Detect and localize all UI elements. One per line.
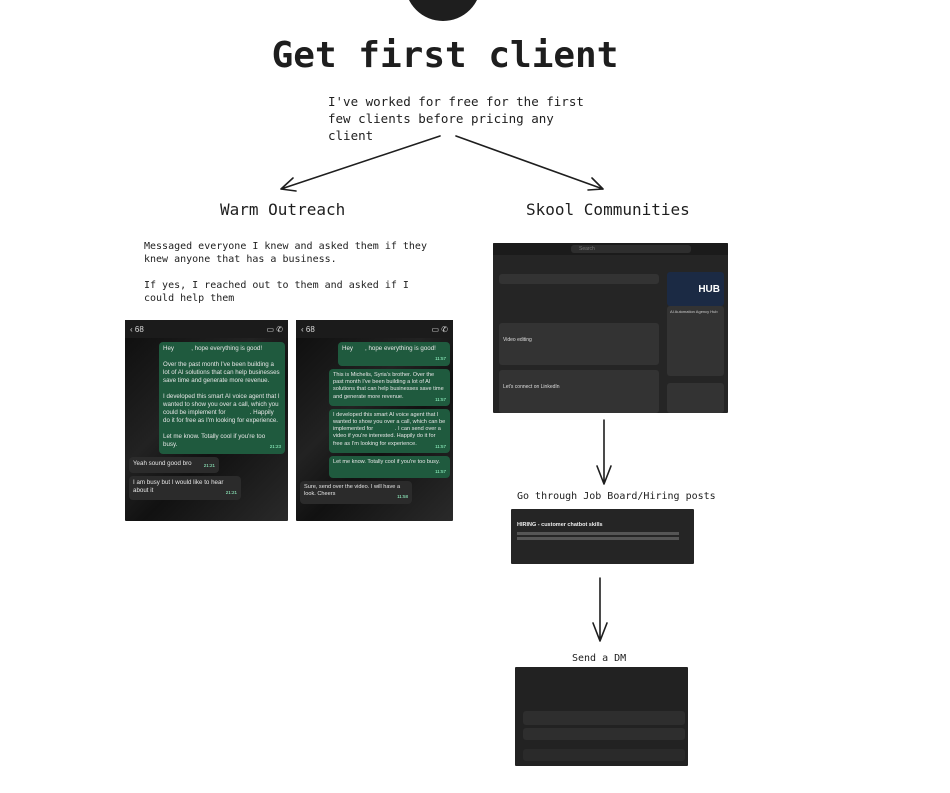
skool-screenshot: Search Video editing Let's connect on Li…	[493, 243, 728, 413]
back-contact: ‹ 68	[301, 324, 315, 334]
arrow-down-2	[592, 577, 608, 642]
step-job-board: Go through Job Board/Hiring posts	[517, 491, 716, 502]
page-title: Get first client	[271, 35, 619, 76]
message: Hey , hope everything is good!11:57	[338, 342, 450, 366]
call-icons: ▭ ✆	[431, 324, 448, 334]
message: Hey , hope everything is good! Over the …	[159, 342, 285, 454]
message: This is Michelis, Syria's brother. Over …	[329, 369, 450, 406]
post-title: Let's connect on LinkedIn	[503, 384, 560, 390]
heading-skool: Skool Communities	[526, 200, 690, 219]
hub-banner: HUB	[667, 272, 724, 306]
subtitle: I've worked for free for the first few c…	[328, 94, 584, 143]
dm-screenshot	[515, 667, 688, 766]
chat-screenshot-1: ‹ 68 ▭ ✆ Hey , hope everything is good! O…	[125, 320, 288, 521]
post-title: Video editing	[503, 337, 532, 343]
back-contact: ‹ 68	[130, 324, 144, 334]
arrow-down-1	[596, 419, 612, 485]
chat-screenshot-2: ‹ 68 ▭ ✆ Hey , hope everything is good!11…	[296, 320, 453, 521]
arrow-right	[455, 135, 604, 191]
message: I am busy but I would like to hear about…	[129, 476, 241, 500]
job-title: HIRING - customer chatbot skills	[517, 522, 603, 528]
message: Let me know. Totally cool if you're too …	[329, 455, 450, 479]
step-send-dm: Send a DM	[572, 653, 627, 664]
message: I developed this smart AI voice agent th…	[329, 408, 450, 453]
call-icons: ▭ ✆	[266, 324, 283, 334]
circle-shape	[405, 0, 481, 21]
group-name: AI Automation Agency Hub	[670, 309, 718, 314]
para-2: If yes, I reached out to them and asked …	[144, 280, 409, 304]
message: Sure, send over the video. I will have a…	[300, 481, 412, 504]
heading-warm-outreach: Warm Outreach	[220, 200, 346, 219]
search-input: Search	[571, 245, 691, 253]
job-post-screenshot: HIRING - customer chatbot skills	[511, 509, 694, 564]
para-1: Messaged everyone I knew and asked them …	[144, 241, 427, 265]
warm-outreach-text: Messaged everyone I knew and asked them …	[144, 240, 444, 305]
arrow-left	[280, 135, 441, 192]
